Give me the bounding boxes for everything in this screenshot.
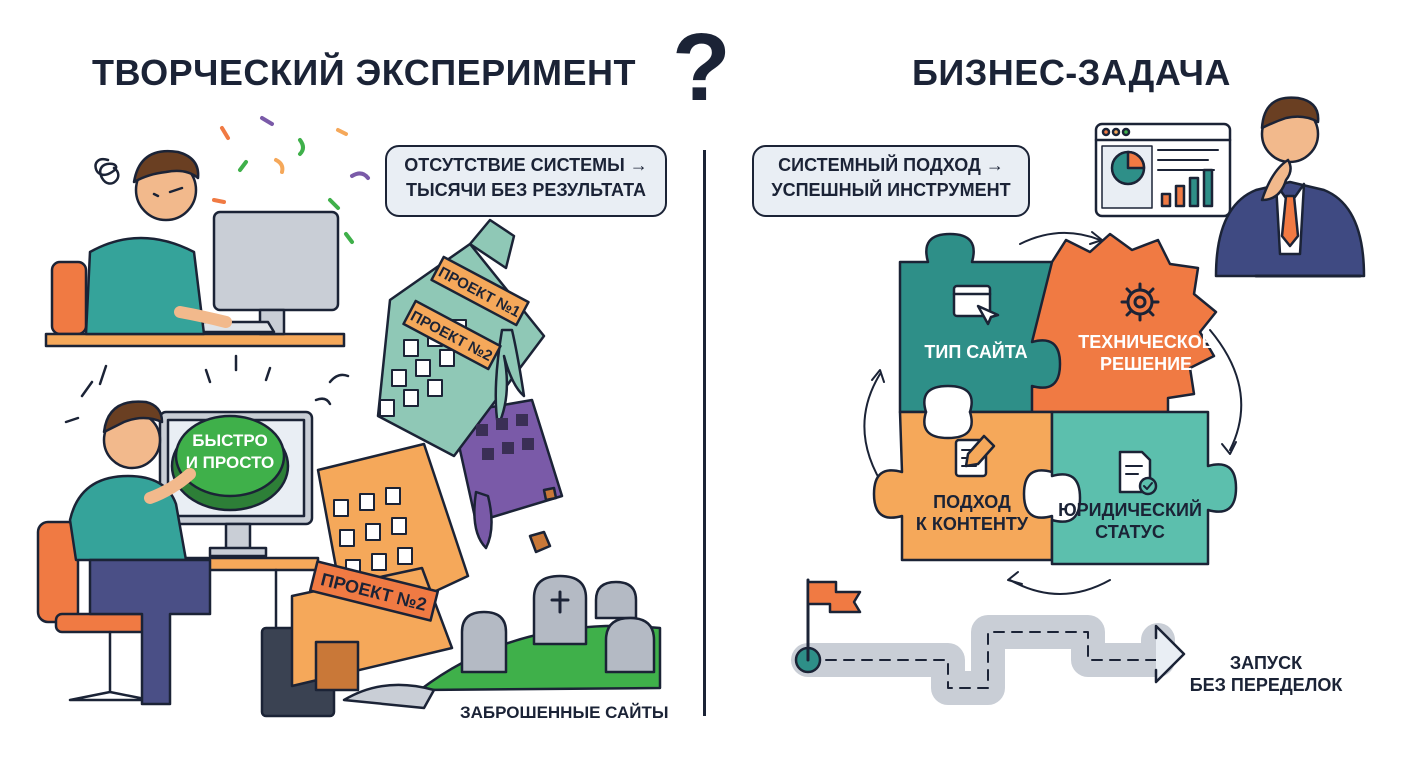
top-monitor [212,210,340,312]
top-chair [50,260,88,336]
puzzle-top-right [1030,232,1218,414]
puzzle-site-type-label: ТИП САЙТА [924,341,1027,362]
puzzle-tech-line-2: РЕШЕНИЕ [1100,354,1192,374]
tombstone-3 [594,580,638,620]
left-heading: ТВОРЧЕСКИЙ ЭКСПЕРИМЕНТ [92,52,637,93]
question-mark-icon: ? [672,14,731,121]
button-label-line-1: БЫСТРО [192,431,267,450]
launch-label-line-2: БЕЗ ПЕРЕДЕЛОК [1189,675,1343,695]
right-speech-bubble: СИСТЕМНЫЙ ПОДХОД → УСПЕШНЫЙ ИНСТРУМЕНТ [752,145,1030,217]
center-divider [703,150,706,716]
left-bubble-line-1: ОТСУТСТВИЕ СИСТЕМЫ → [404,155,648,175]
right-bubble-line-2: УСПЕШНЫЙ ИНСТРУМЕНТ [771,180,1011,200]
launch-label-line-1: ЗАПУСК [1229,653,1303,673]
tombstone-4 [604,616,656,674]
puzzle-legal-line-2: СТАТУС [1095,522,1165,542]
launch-label: ЗАПУСК БЕЗ ПЕРЕДЕЛОК [1186,652,1346,696]
sign-project-2-top [402,299,502,371]
confetti-icon [212,116,370,244]
abandoned-sites-label: ЗАБРОШЕННЫЕ САЙТЫ [460,703,669,722]
right-bubble-line-1: СИСТЕМНЫЙ ПОДХОД → [778,155,1004,175]
right-heading: БИЗНЕС-ЗАДАЧА [912,52,1231,93]
frustration-scribble-icon [94,157,120,185]
legal-document-check-icon [1118,450,1158,496]
stress-lines-icon [64,354,272,424]
road-arrow-icon [1154,624,1186,684]
button-label-line-2: И ПРОСТО [186,453,275,472]
businessman-tie [1280,194,1300,248]
right-illustration: ТИП САЙТА ТЕХНИЧЕСКОЕ РЕШЕНИЕ ПОДХОД К К… [791,96,1366,705]
sign-project-2-bottom [308,560,440,622]
left-illustration: БЫСТРО И ПРОСТО ПРОЕКТ №1 ПРОЕКТ №2 ПРОЕ… [36,116,662,718]
flag-icon [806,580,862,614]
gear-icon [1120,282,1160,322]
road-path [791,615,1175,705]
bar-chart-icon [1160,168,1214,208]
left-speech-bubble: ОТСУТСТВИЕ СИСТЕМЫ → ТЫСЯЧИ БЕЗ РЕЗУЛЬТА… [385,145,667,217]
tombstone-1 [460,610,508,674]
puzzle-content-line-1: ПОДХОД [933,492,1011,512]
top-desk [44,332,346,348]
left-bubble-line-2: ТЫСЯЧИ БЕЗ РЕЗУЛЬТАТА [405,180,647,200]
browser-cursor-icon [952,284,1000,326]
puzzle-content-line-2: К КОНТЕНТУ [916,514,1029,534]
sign-project-1 [430,255,530,327]
edit-document-icon [954,434,996,478]
top-person-body [84,236,206,336]
puzzle-bottom-left [872,410,1054,562]
puzzle-legal-line-1: ЮРИДИЧЕСКИЙ [1058,499,1202,520]
quick-easy-button [174,414,286,498]
puzzle-tech-line-1: ТЕХНИЧЕСКОЕ [1078,332,1214,352]
